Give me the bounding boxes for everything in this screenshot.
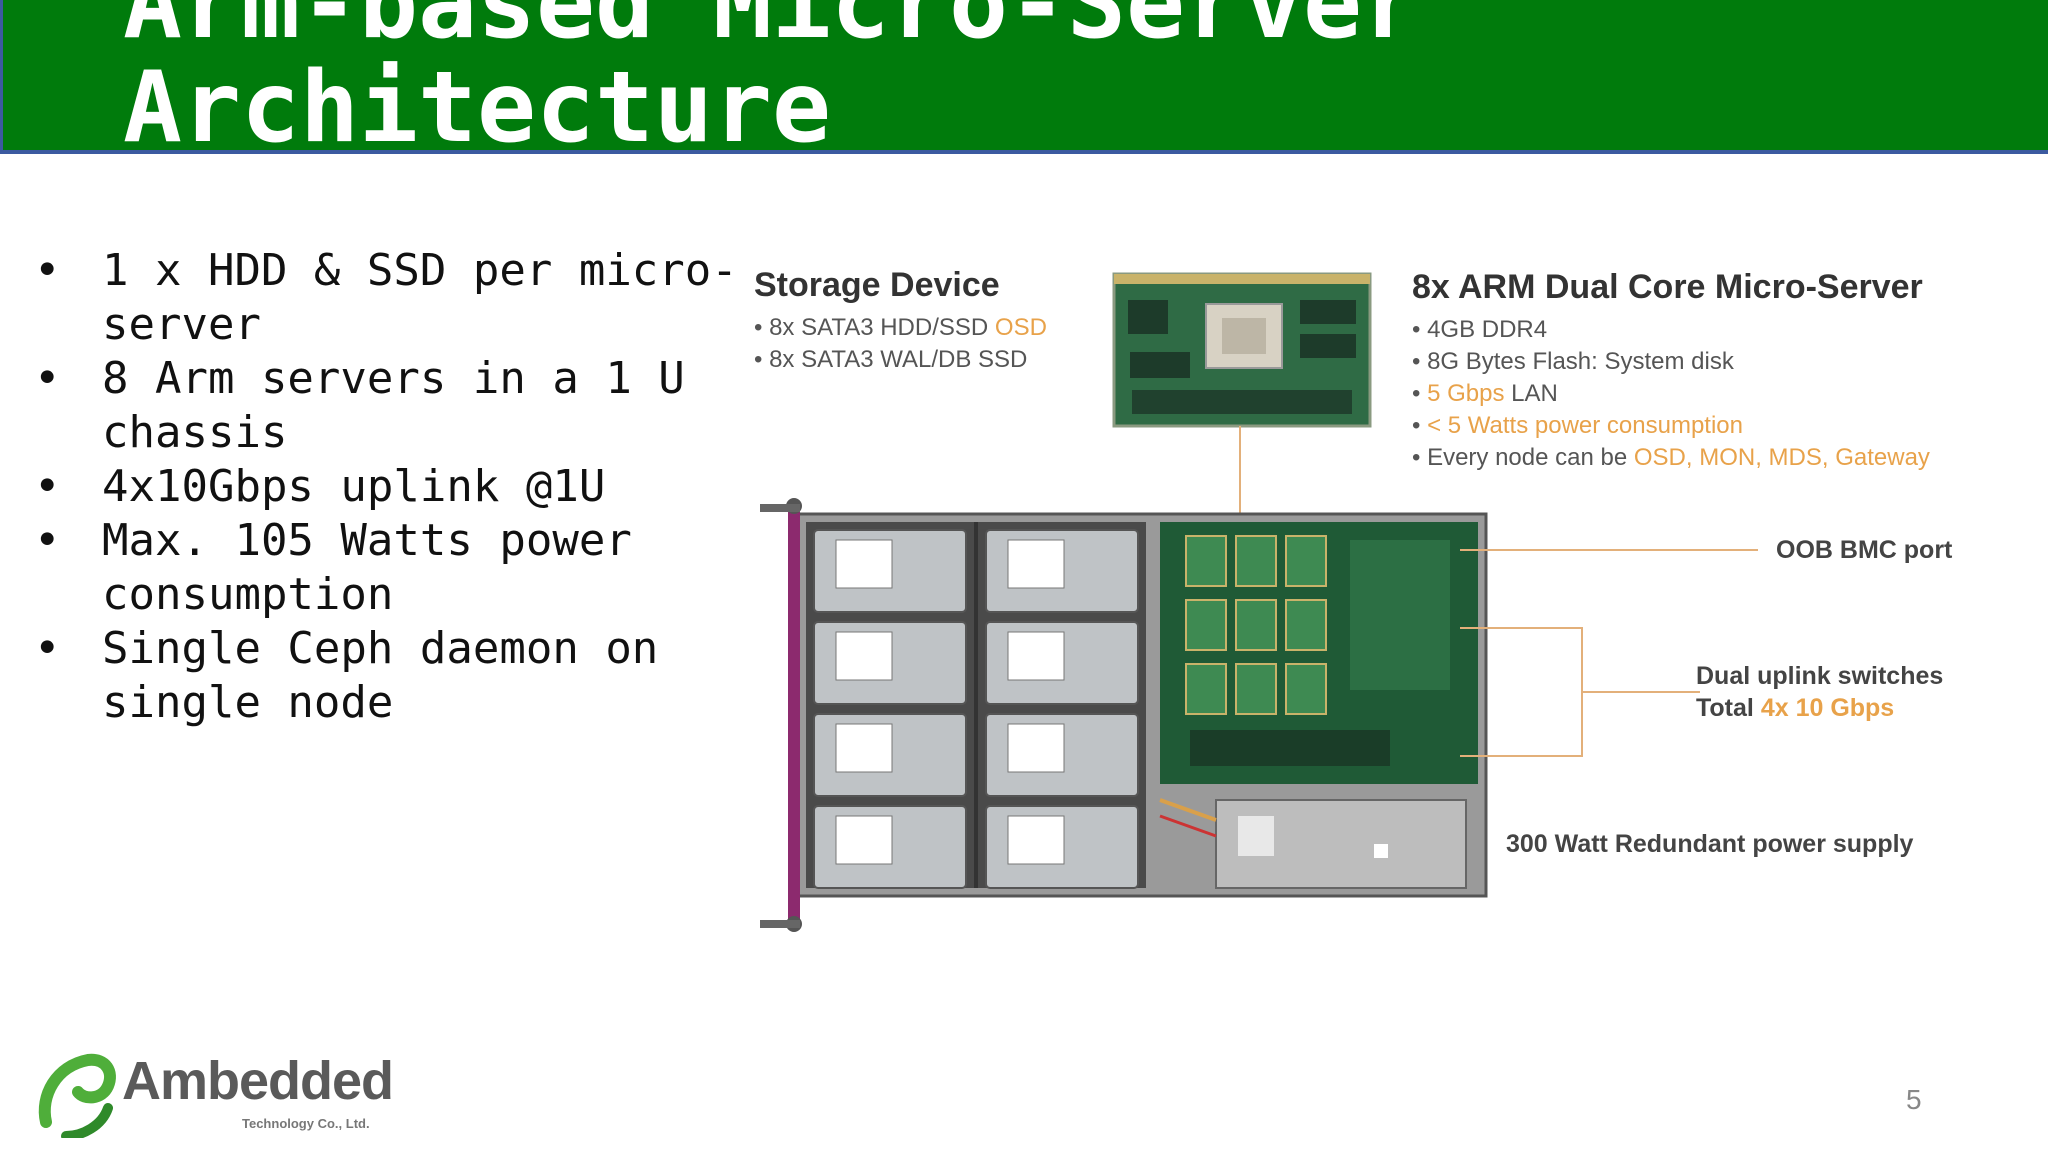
server-chassis-illustration	[760, 272, 1758, 932]
micro-server-heading: 8x ARM Dual Core Micro-Server	[1412, 268, 1923, 306]
company-logo: Ambedded Technology Co., Ltd.	[36, 1050, 416, 1140]
micro-server-line-2: • 8G Bytes Flash: System disk	[1412, 348, 1734, 375]
micro-server-board-image	[1112, 272, 1372, 522]
micro-server-line-3: • 5 Gbps LAN	[1412, 380, 1558, 407]
bullet-list: 1 x HDD & SSD per micro-server 8 Arm ser…	[34, 244, 754, 730]
power-supply-label: 300 Watt Redundant power supply	[1506, 830, 1914, 858]
logo-name: Ambedded	[122, 1051, 394, 1111]
bullet-item: Single Ceph daemon on single node	[34, 622, 754, 730]
logo-subtitle: Technology Co., Ltd.	[242, 1116, 370, 1131]
micro-server-line-5: • Every node can be OSD, MON, MDS, Gatew…	[1412, 444, 1930, 471]
oob-bmc-port-label: OOB BMC port	[1776, 536, 1953, 564]
storage-line-2: • 8x SATA3 WAL/DB SSD	[754, 346, 1028, 373]
bullet-item: 8 Arm servers in a 1 U chassis	[34, 352, 754, 460]
micro-server-line-1: • 4GB DDR4	[1412, 316, 1548, 343]
page-number: 5	[1906, 1084, 1922, 1115]
storage-heading: Storage Device	[754, 266, 1000, 304]
slide-title: Arm-based Micro-Server Architecture	[123, 0, 1422, 154]
bullet-item: 1 x HDD & SSD per micro-server	[34, 244, 754, 352]
bullet-item: Max. 105 Watts power consumption	[34, 514, 754, 622]
storage-line-1: • 8x SATA3 HDD/SSD OSD	[754, 314, 1047, 341]
title-banner: Arm-based Micro-Server Architecture	[0, 0, 2048, 154]
bullet-item: 4x10Gbps uplink @1U	[34, 460, 754, 514]
dual-uplink-label: Dual uplink switches	[1696, 662, 1944, 690]
chassis-image	[760, 498, 1488, 932]
server-diagram: Storage Device • 8x SATA3 HDD/SSD OSD • …	[740, 260, 2000, 940]
logo-swirl-icon	[38, 1053, 116, 1138]
callout-lines	[1460, 549, 1758, 757]
uplink-total-label: Total 4x 10 Gbps	[1696, 694, 1895, 722]
micro-server-line-4: • < 5 Watts power consumption	[1412, 412, 1744, 439]
